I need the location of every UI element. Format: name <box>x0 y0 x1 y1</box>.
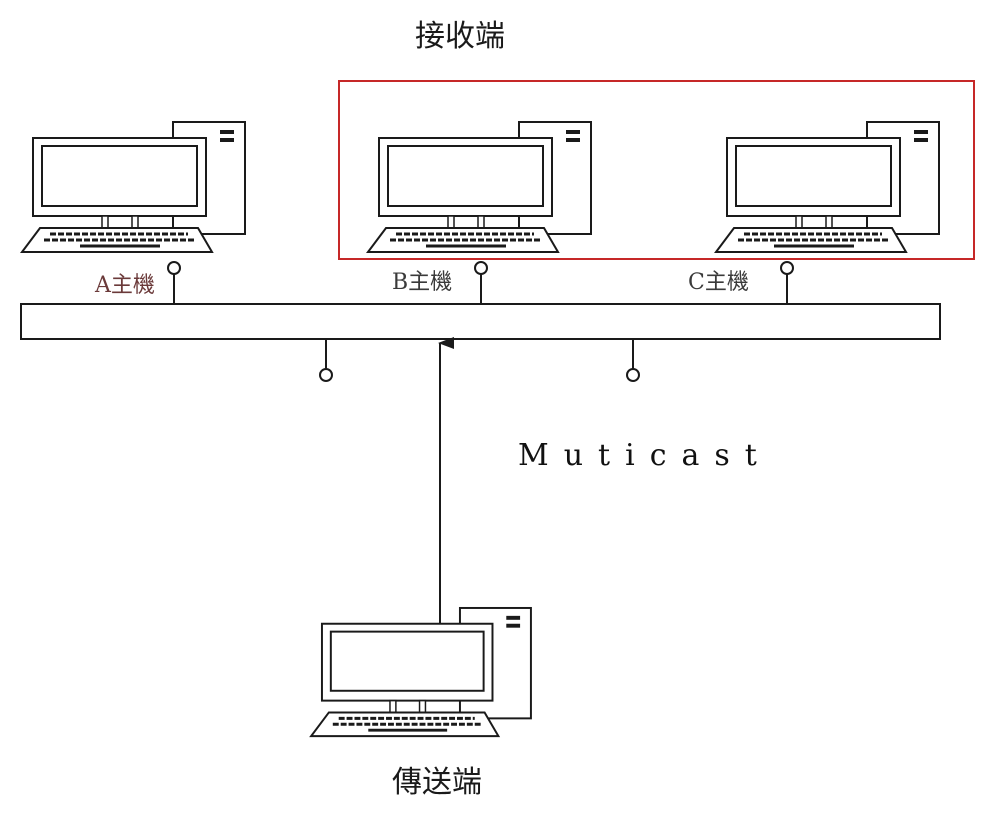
sender-title: 傳送端 <box>392 765 482 800</box>
host-b-connector <box>474 261 488 304</box>
host-a-computer-icon <box>20 120 247 254</box>
host-b-computer-icon <box>366 120 593 254</box>
multicast-label: Muticast <box>518 438 772 473</box>
bus-terminator-right <box>626 339 640 382</box>
host-c-connector <box>780 261 794 304</box>
host-c-computer-icon <box>714 120 941 254</box>
host-a-label: A主機 <box>95 273 155 298</box>
receiver-group-box <box>338 80 975 260</box>
host-b-label: B主機 <box>392 270 453 295</box>
host-a-connector <box>167 261 181 304</box>
network-bus <box>20 303 941 340</box>
bus-terminator-left <box>319 339 333 382</box>
sender-computer-icon <box>309 606 533 738</box>
receiver-title: 接收端 <box>415 19 505 54</box>
host-c-label: C主機 <box>688 270 749 295</box>
